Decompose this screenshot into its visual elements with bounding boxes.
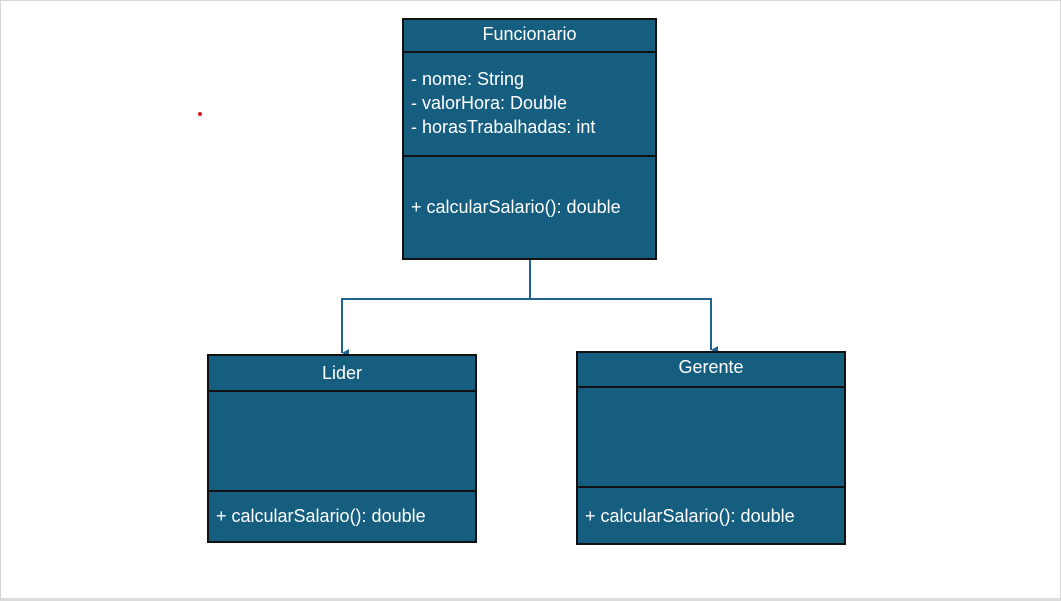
- class-name: Funcionario: [482, 24, 577, 44]
- class-name-section: Funcionario: [404, 20, 655, 53]
- class-name: Gerente: [678, 357, 744, 377]
- method-calcularsalario: + calcularSalario(): double: [216, 506, 426, 526]
- class-funcionario[interactable]: Funcionario - nome: String - valorHora: …: [402, 18, 657, 260]
- attributes-section: [209, 392, 475, 492]
- method-calcularsalario: + calcularSalario(): double: [411, 197, 621, 217]
- class-gerente[interactable]: Gerente + calcularSalario(): double: [576, 351, 846, 545]
- connector-funcionario-to-lider: [341, 260, 531, 357]
- class-lider[interactable]: Lider + calcularSalario(): double: [207, 354, 477, 543]
- class-name-section: Lider: [209, 356, 475, 392]
- methods-section: + calcularSalario(): double: [578, 488, 844, 528]
- red-marker-dot: [198, 112, 202, 116]
- attributes-section: - nome: String - valorHora: Double - hor…: [404, 53, 655, 157]
- attribute-valorhora: - valorHora: Double: [411, 93, 568, 113]
- class-name-section: Gerente: [578, 353, 844, 388]
- class-name: Lider: [321, 363, 363, 383]
- methods-section: + calcularSalario(): double: [209, 492, 475, 528]
- method-calcularsalario: + calcularSalario(): double: [585, 506, 795, 526]
- connector-funcionario-to-gerente: [530, 298, 718, 354]
- attribute-nome: - nome: String: [411, 69, 525, 89]
- attribute-horastrabalhadas: - horasTrabalhadas: int: [411, 117, 596, 137]
- attributes-section: [578, 388, 844, 488]
- methods-section: + calcularSalario(): double: [404, 157, 655, 219]
